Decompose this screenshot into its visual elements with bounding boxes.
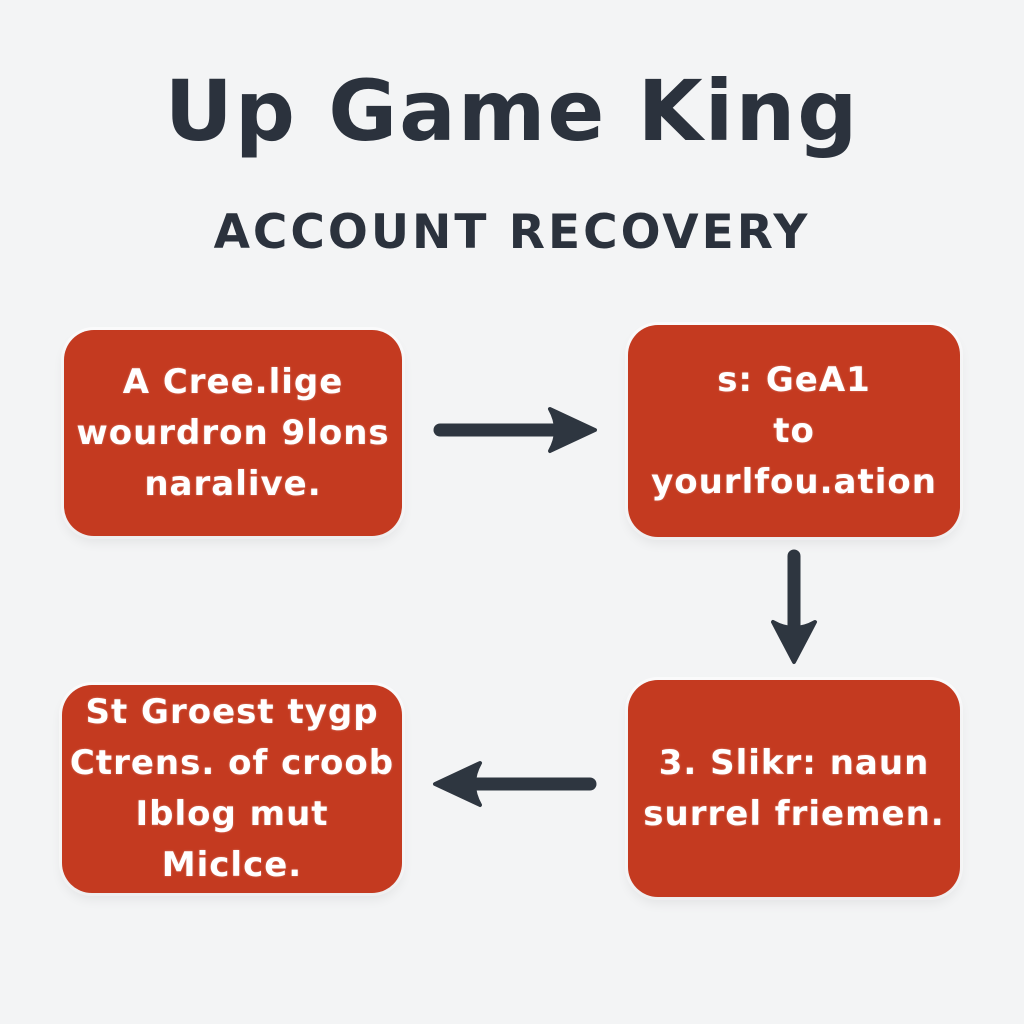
flow-step-4: St Groest tygp Ctrens. of croob Iblog mu…: [62, 685, 402, 893]
flow-step-1-line-2: wourdron 9lons: [76, 412, 390, 453]
flow-step-2-line-1: s: GeA1: [717, 359, 871, 400]
arrow-left-icon: [428, 752, 598, 816]
arrow-down-icon: [762, 548, 826, 668]
flow-step-2: s: GeA1 to yourlfou.ation: [628, 325, 960, 537]
flow-step-4-line-3: Iblog mut Miclce.: [135, 794, 329, 885]
flow-step-3: 3. Slikr: naun surrel friemen.: [628, 680, 960, 897]
flow-step-1-line-3: naralive.: [144, 463, 322, 504]
page-subtitle: ACCOUNT RECOVERY: [213, 205, 811, 260]
flow-step-1: A Cree.lige wourdron 9lons naralive.: [64, 330, 402, 536]
page-title: Up Game King: [164, 62, 860, 160]
flow-step-2-line-2: to yourlfou.ation: [651, 410, 937, 502]
flow-step-4-line-2: Ctrens. of croob: [69, 743, 395, 783]
flow-step-3-line-2: surrel friemen.: [643, 793, 945, 834]
flow-step-1-line-1: A Cree.lige: [122, 361, 344, 402]
flow-step-4-line-1: St Groest tygp: [85, 692, 379, 732]
flow-step-3-line-1: 3. Slikr: naun: [658, 742, 930, 783]
arrow-right-icon: [432, 398, 602, 462]
